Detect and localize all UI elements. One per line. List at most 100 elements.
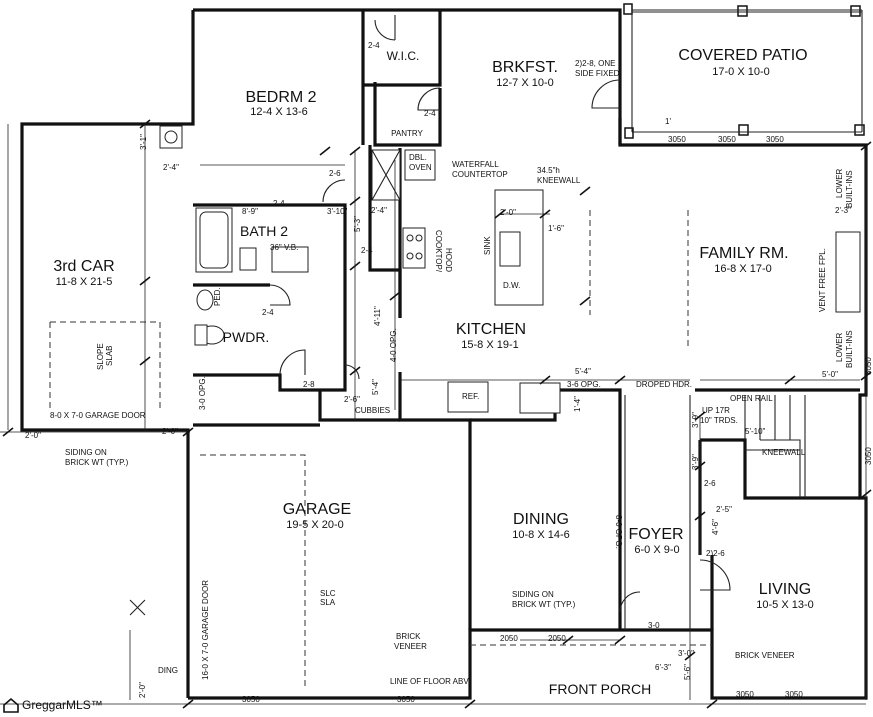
win-2050-a: 2050 [500,634,518,643]
dim-5-6: 5'-6" [683,664,692,680]
note-brick-veneer-1: BRICK [396,632,421,641]
bath2-name: BATH 2 [240,223,288,239]
note-hood: HOOD [444,248,453,272]
dim-2-0-garage: 2'-0" [162,427,178,436]
note-vent-free-fpl: VENT FREE FPL. [818,248,827,312]
note-garage-door-3car: 8-0 X 7-0 GARAGE DOOR [50,411,146,420]
dim-8-9: 8'-9" [242,207,258,216]
garage-name: GARAGE [283,501,351,518]
dim-3-9-b: 3'-9" [691,454,700,470]
brkfst-dims: 12-7 X 10-0 [496,77,553,89]
patio-columns [623,3,865,139]
dim-3-6-opg: 3-6 OPG. [567,380,601,389]
bedrm2-dims: 12-4 X 13-6 [250,106,307,118]
note-kneewall-stair: KNEEWALL [762,448,806,457]
third-car-dims: 11-8 X 21-5 [56,276,113,288]
note-brick-veneer-right: BRICK VENEER [735,651,795,660]
note-slope: SLOPE [96,343,105,370]
note-dbl-oven-2: OVEN [409,163,432,172]
dimension-lines [0,119,872,709]
brkfst-name: BRKFST. [492,59,558,76]
note-ped: PED. [213,287,222,306]
dim-2-5: 2'-5" [716,505,732,514]
note-ref: REF. [462,392,479,401]
note-up-trds-2: 10" TRDS. [700,416,738,425]
dim-2-8: 2-8 [303,380,315,389]
family-name: FAMILY RM. [699,245,788,262]
exterior-walls [20,8,868,700]
covered-patio-name: COVERED PATIO [678,47,807,64]
garage-dims: 19-5 X 20-0 [286,519,343,531]
dim-2-4-bath: 2-4 [273,199,285,208]
dim-1-4: 1'-4" [573,396,582,412]
door-swings [269,15,731,613]
note-slab: SLAB [105,346,114,366]
note-siding-mid-2: BRICK WT (TYP.) [512,600,576,609]
dim-5-3: 5'-3" [353,216,362,232]
win-3050-p3: 3050 [766,135,784,144]
dim-2-0-left: 2'-0" [25,431,41,440]
dim-3-0-opg: 3-0 OPG. [198,376,207,410]
dashed-lines [49,210,712,690]
note-droped-hdr: DROPED HDR. [636,380,692,389]
dim-3-0-front: 3-0 [648,621,660,630]
note-siding-mid-1: SIDING ON [512,590,554,599]
wic-name: W.I.C. [387,49,420,63]
house-logo-icon [3,697,19,713]
front-porch-name: FRONT PORCH [549,681,651,697]
dining-name: DINING [513,511,569,528]
pantry-name: PANTRY [391,129,423,138]
dim-3-10: 3'-10" [327,207,348,216]
kitchen-name: KITCHEN [456,321,526,338]
dim-3-1: 3'-1" [139,134,148,150]
note-ding: DING [158,666,178,675]
living-dims: 10-5 X 13-0 [756,599,813,611]
win-3050-l2: 3050 [785,690,803,699]
dim-2-4-pantry: 2-4 [424,109,436,118]
pwdr-name: PWDR. [223,329,270,345]
note-waterfall-1: WATERFALL [452,160,499,169]
dim-4-11: 4'-11" [373,306,382,326]
dim-2-4-pwdr: 2-4 [262,308,274,317]
living-name: LIVING [759,581,811,598]
dim-1-6: 1'-6" [548,224,564,233]
note-dw: D.W. [503,281,520,290]
dim-2-0-island: 2'-0" [500,208,516,217]
note-waterfall-2: COUNTERTOP [452,170,508,179]
mls-logo: GreggarMLS™ [2,695,103,715]
note-cubbies: CUBBIES [355,406,390,415]
dim-2-4r: 2'-4" [371,206,387,215]
dim-5-4-top: 5'-4" [575,367,591,376]
note-vb: 36" V.B. [270,243,298,252]
dim-2-2-6: 2)2-6 [706,549,725,558]
dim-2-6r: 2'-6" [344,395,360,404]
note-sla: SLA [320,598,336,607]
dim-5-4: 5'-4" [371,379,380,395]
dimension-labels: 2-4 2-4 3'-1" 2'-4" 2-6 3'-10" 2-4 8'-9"… [25,41,873,704]
dim-1-patio: 1' [665,117,671,126]
dim-2-6: 2-6 [329,169,341,178]
dim-8-0-opg: 8-0 OPG. [614,515,623,549]
note-siding-left-1: SIDING ON [65,448,107,457]
win-2050-b: 2050 [548,634,566,643]
note-lower-builtins-a-1: LOWER [835,168,844,198]
dim-2-3: 2'-3" [835,206,851,215]
note-dbl-oven-1: DBL. [409,153,427,162]
dim-2-6-foyer: 2-6 [704,479,716,488]
note-lower-builtins-b-2: BUILT-INS [845,330,854,368]
note-sink: SINK [483,236,492,255]
dim-2-4-wic: 2-4 [368,41,380,50]
foyer-name: FOYER [628,526,683,543]
annotation-notes: 2)2-8, ONE SIDE FIXED WATERFALL COUNTERT… [50,59,854,686]
dim-2-0-bottom: 2'-0" [138,682,147,698]
room-labels: COVERED PATIO 17-0 X 10-0 BRKFST. 12-7 X… [53,47,813,697]
note-siding-left-2: BRICK WT (TYP.) [65,458,129,467]
win-3050-p2: 3050 [718,135,736,144]
dim-2-4-k: 2-4 [361,246,373,255]
win-3050-g: 3050 [242,695,260,704]
win-3050-r1: 3050 [864,357,873,375]
fixtures [129,125,861,630]
note-up-trds-1: UP 17R [702,406,730,415]
win-3050-g2: 3050 [397,695,415,704]
